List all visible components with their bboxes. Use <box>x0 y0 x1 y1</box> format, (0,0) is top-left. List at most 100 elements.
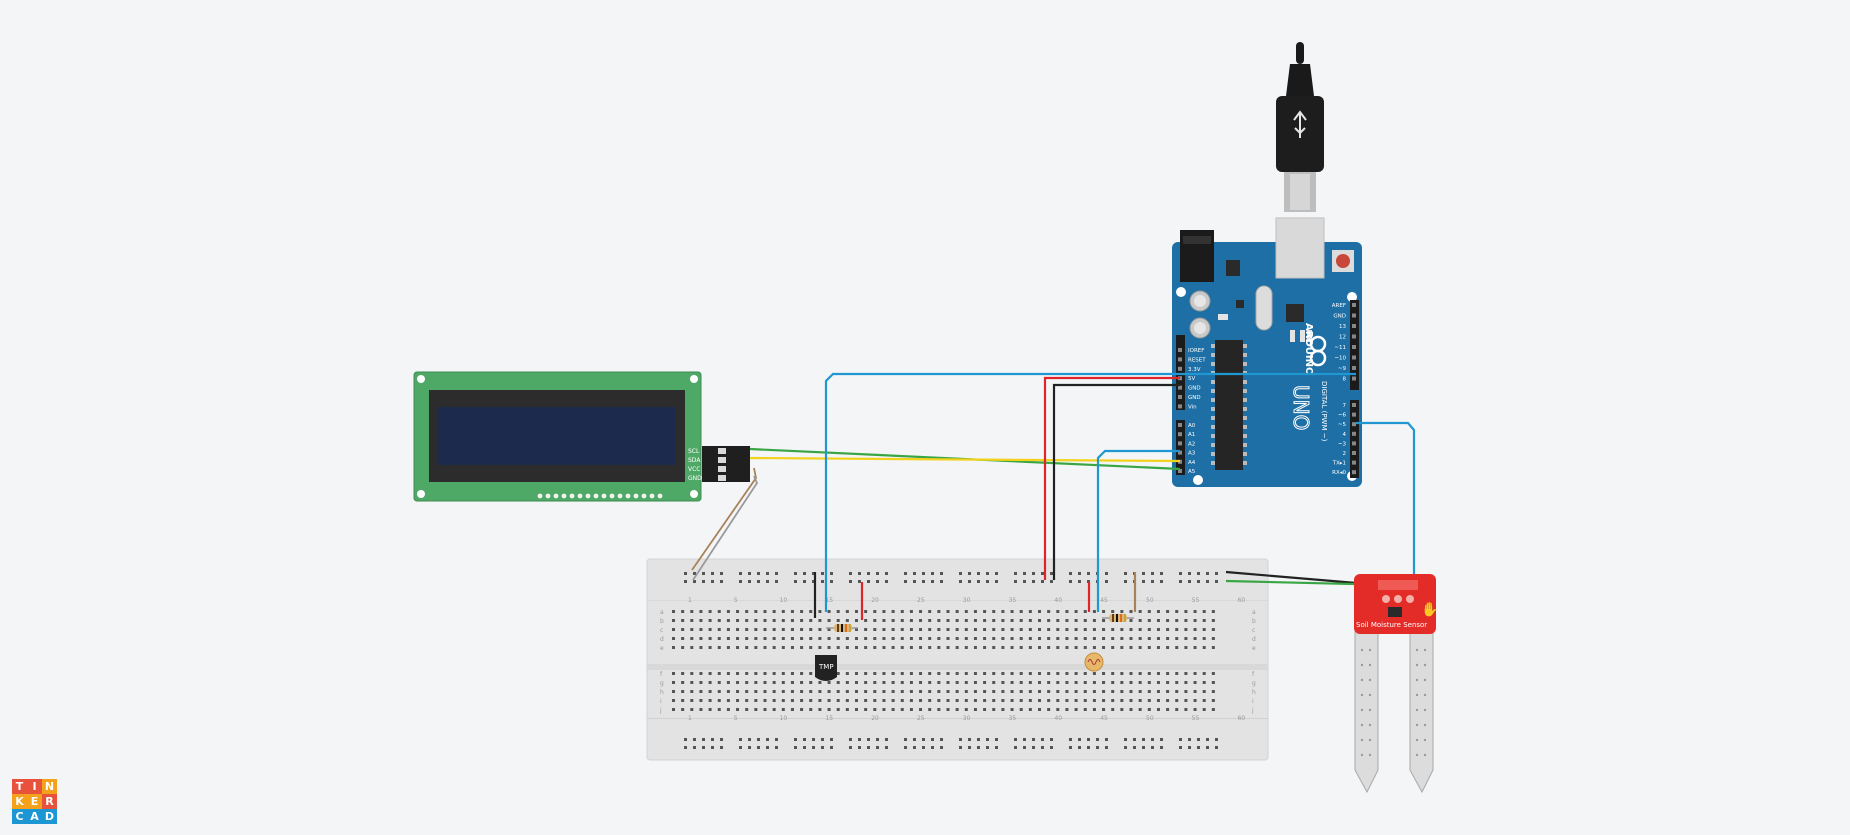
wire-gray <box>692 475 759 581</box>
photoresistor[interactable] <box>1084 652 1104 672</box>
logo-letter: N <box>42 779 57 794</box>
row-letter: i <box>660 698 662 705</box>
wire-yellow <box>749 456 1181 463</box>
row-letter: g <box>1252 680 1256 687</box>
arduino-brand: ARDUINO <box>1303 323 1314 375</box>
wire-blue-tmp <box>824 372 1356 612</box>
pin-label: ~9 <box>1338 366 1347 372</box>
row-letter: d <box>1252 636 1256 643</box>
column-number: 40 <box>1054 597 1062 604</box>
row-letter: h <box>1252 689 1256 696</box>
pin-label: AREF <box>1332 303 1346 309</box>
pin-label: ~3 <box>1338 441 1347 447</box>
column-number: 50 <box>1146 715 1154 722</box>
column-number: 60 <box>1238 715 1246 722</box>
column-number: 1 <box>688 597 692 604</box>
row-letter: g <box>660 680 664 687</box>
column-number: 60 <box>1238 597 1246 604</box>
wires[interactable] <box>691 372 1416 620</box>
resistor-1[interactable] <box>826 624 858 632</box>
row-letter: d <box>660 636 664 643</box>
logo-letter: R <box>42 794 57 809</box>
column-number: 25 <box>917 715 925 722</box>
pin-label: 13 <box>1339 324 1346 330</box>
lcd-display[interactable]: SCL SDA VCC GND <box>413 371 750 502</box>
column-number: 55 <box>1192 597 1200 604</box>
breadboard[interactable]: 1155101015152020252530303535404045455050… <box>646 558 1269 761</box>
logo-letter: T <box>12 779 27 794</box>
row-letter: e <box>1252 645 1256 652</box>
lcd-i2c-header[interactable]: SCL SDA VCC GND <box>688 446 750 482</box>
column-number: 30 <box>963 715 971 722</box>
pin-label: TX▸1 <box>1332 461 1346 467</box>
pin-label: A3 <box>1188 451 1196 457</box>
pin-label: SCL <box>688 448 700 455</box>
usb-icon <box>1293 110 1307 138</box>
column-number: 5 <box>734 597 738 604</box>
breadboard-holes <box>672 572 1218 749</box>
arduino-model: UNO <box>1289 385 1313 430</box>
pin-label: ~6 <box>1338 413 1347 419</box>
logo-letter: A <box>27 809 42 824</box>
row-letter: c <box>660 627 663 634</box>
row-letter: f <box>1252 671 1255 678</box>
pin-label: SDA <box>688 457 701 464</box>
wire-blue-ldr <box>1096 449 1180 612</box>
column-number: 20 <box>871 597 879 604</box>
pin-label: 4 <box>1343 432 1347 438</box>
row-letter: a <box>660 609 664 616</box>
lcd-screen <box>438 407 676 465</box>
column-number: 35 <box>1009 597 1017 604</box>
hand-icon: ✋ <box>1421 601 1438 618</box>
pin-label: RX◂0 <box>1332 470 1346 476</box>
pin-label: IOREF <box>1188 348 1204 354</box>
pin-label: GND <box>1333 314 1346 320</box>
pin-label: 7 <box>1343 403 1347 409</box>
row-letter: j <box>1251 707 1254 714</box>
logo-letter: I <box>27 779 42 794</box>
arduino-logo-icon <box>1309 335 1327 367</box>
pin-label: GND <box>1188 395 1201 401</box>
column-number: 40 <box>1054 715 1062 722</box>
column-number: 5 <box>734 715 738 722</box>
pin-label: GND <box>1188 386 1201 392</box>
row-letter: h <box>660 689 664 696</box>
row-letter: i <box>1252 698 1254 705</box>
pin-label: Vin <box>1188 404 1197 410</box>
soil-sensor-label: Soil Moisture Sensor <box>1356 621 1427 629</box>
resistor-2[interactable] <box>1102 614 1134 622</box>
row-letter: f <box>660 671 663 678</box>
pin-label: 3.3V <box>1188 367 1201 373</box>
pin-label: 5V <box>1188 376 1195 382</box>
pin-label: GND <box>688 475 702 482</box>
temperature-sensor[interactable]: TMP <box>815 655 837 681</box>
wire-brown <box>691 467 757 571</box>
wire-blue-soil <box>1356 421 1416 583</box>
wire-red-5v <box>1043 376 1180 580</box>
column-number: 35 <box>1009 715 1017 722</box>
pin-label: A5 <box>1188 469 1196 475</box>
row-letter: j <box>659 707 662 714</box>
pin-label: VCC <box>688 466 700 473</box>
column-number: 45 <box>1100 715 1108 722</box>
soil-moisture-sensor[interactable]: Soil Moisture Sensor ✋ <box>1354 574 1438 794</box>
pin-label: ~5 <box>1338 422 1347 428</box>
pin-label: 12 <box>1339 335 1346 341</box>
pin-label: ~10 <box>1334 356 1346 362</box>
arduino-uno[interactable]: ARDUINO UNO DIGITAL (PWM ~) IOREF RESET 3.… <box>1172 42 1362 487</box>
logo-letter: C <box>12 809 27 824</box>
pin-label: RESET <box>1188 357 1206 363</box>
column-number: 1 <box>688 715 692 722</box>
column-number: 15 <box>825 715 833 722</box>
reset-button[interactable] <box>1336 254 1350 268</box>
pin-label: A1 <box>1188 432 1195 438</box>
breadboard-column-numbers: 1155101015152020252530303535404045455050… <box>688 597 1245 722</box>
tmp-label: TMP <box>818 663 834 671</box>
row-letter: c <box>1252 627 1255 634</box>
row-letter: e <box>660 645 664 652</box>
logo-letter: D <box>42 809 57 824</box>
digital-title: DIGITAL (PWM ~) <box>1320 381 1328 442</box>
